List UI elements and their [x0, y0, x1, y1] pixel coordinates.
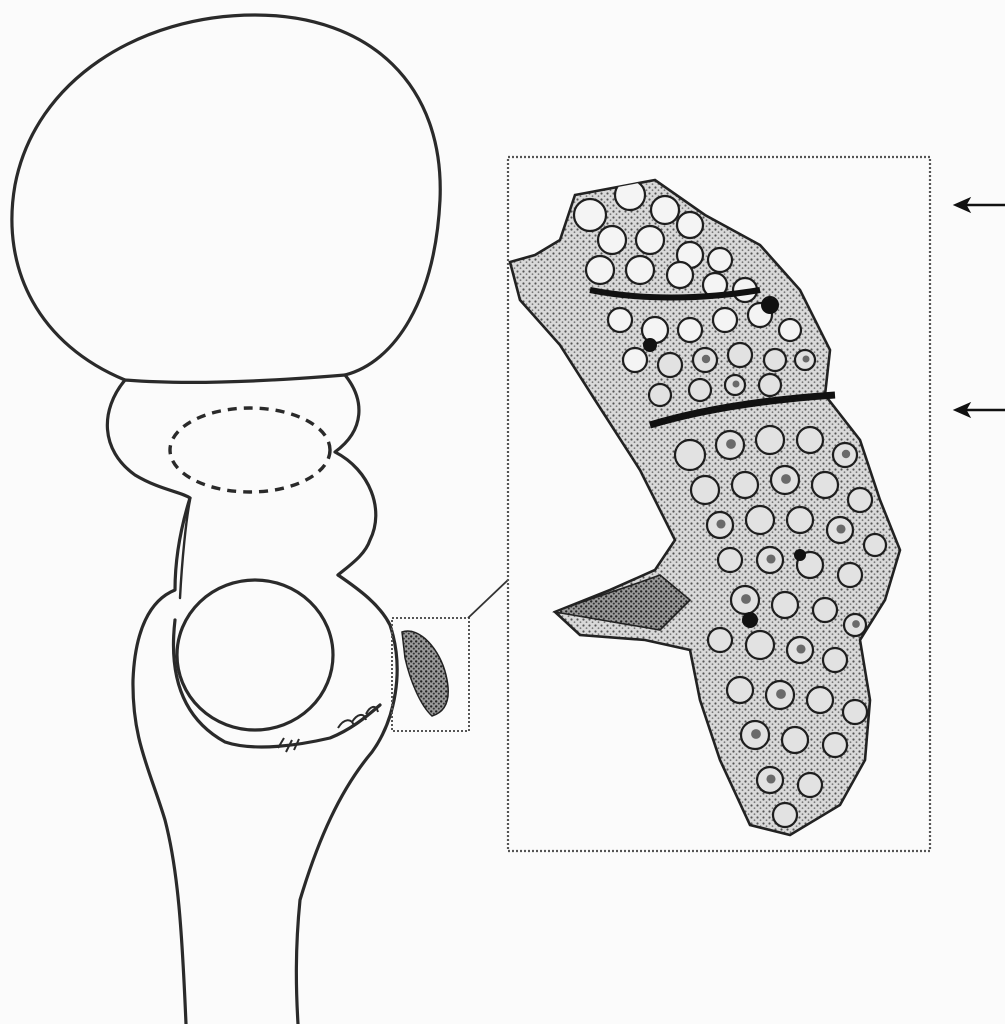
cell-circle [727, 677, 753, 703]
cell-nucleus [842, 450, 850, 458]
cell-circle [843, 700, 867, 724]
arrow-group [954, 198, 1005, 417]
cell-circle [848, 488, 872, 512]
cell-circle [797, 427, 823, 453]
cell-nucleus [781, 474, 791, 484]
cell-nucleus [796, 644, 805, 653]
cell-nucleus [766, 774, 775, 783]
cell-circle [838, 563, 862, 587]
femoral-head-outline [12, 15, 440, 382]
femoral-neck-outline [107, 375, 375, 575]
cell-circle [678, 318, 702, 342]
cell-circle [651, 196, 679, 224]
cell-circle [764, 349, 786, 371]
cell-nucleus [733, 381, 740, 388]
cell-nucleus [716, 519, 725, 528]
cell-nucleus [803, 356, 810, 363]
cell-circle [823, 733, 847, 757]
cell-circle [642, 317, 668, 343]
cell-nucleus [726, 439, 736, 449]
cell-circle [708, 628, 732, 652]
cell-circle [813, 598, 837, 622]
cell-circle [798, 773, 822, 797]
cell-circle [658, 353, 682, 377]
cell-circle [677, 212, 703, 238]
shaft-right-outline [296, 575, 397, 1024]
cell-circle [728, 343, 752, 367]
lesion-circle-outline [177, 580, 333, 730]
growth-plate-dashed-outline [170, 408, 330, 492]
cell-circle [759, 374, 781, 396]
cell-circle [779, 319, 801, 341]
cell-nucleus [776, 689, 786, 699]
cell-circle [782, 727, 808, 753]
cell-circle [649, 384, 671, 406]
inset-connector-line [468, 578, 510, 618]
dark-nucleus [761, 296, 779, 314]
cell-circle [807, 687, 833, 713]
cell-circle [708, 248, 732, 272]
cell-circle [608, 308, 632, 332]
cell-nucleus [741, 594, 751, 604]
cell-circle [773, 803, 797, 827]
dark-nucleus [742, 612, 758, 628]
detail-region-speck [402, 631, 448, 716]
cell-circle [823, 648, 847, 672]
dark-nucleus [643, 338, 657, 352]
cell-circle [746, 631, 774, 659]
cell-circle [626, 256, 654, 284]
cell-circle [691, 476, 719, 504]
cell-circle [598, 226, 626, 254]
cell-circle [675, 440, 705, 470]
cell-circle [756, 426, 784, 454]
cell-circle [718, 548, 742, 572]
cell-circle [574, 199, 606, 231]
cell-circle [812, 472, 838, 498]
cell-circle [787, 507, 813, 533]
cell-circle [732, 472, 758, 498]
cell-circle [586, 256, 614, 284]
cell-nucleus [751, 729, 761, 739]
cell-circle [636, 226, 664, 254]
cell-circle [713, 308, 737, 332]
bone-outline-icon [12, 15, 440, 1024]
cell-circle [689, 379, 711, 401]
cell-nucleus [852, 620, 860, 628]
cell-circle [746, 506, 774, 534]
cell-circle [667, 262, 693, 288]
cell-circle [772, 592, 798, 618]
cell-circle [864, 534, 886, 556]
cell-nucleus [702, 355, 710, 363]
dark-nucleus [794, 549, 806, 561]
cell-circle [623, 348, 647, 372]
cell-nucleus [766, 554, 775, 563]
cell-nucleus [836, 524, 845, 533]
